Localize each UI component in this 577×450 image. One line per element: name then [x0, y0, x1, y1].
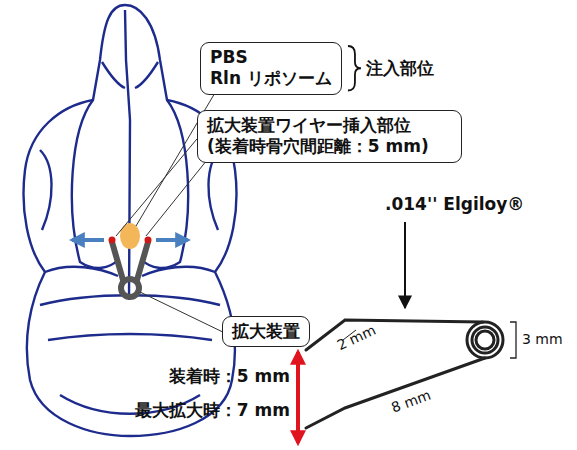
brace — [348, 46, 361, 91]
dimension-label: 装着時：5 mm — [169, 366, 290, 386]
dimension-label: 2 mm — [334, 322, 378, 354]
callout-box: PBSRln リポソーム — [200, 42, 342, 95]
expander-device — [112, 242, 148, 297]
spring-wire — [306, 320, 503, 428]
dimension-label: 3 mm — [522, 331, 563, 348]
leader-line — [140, 292, 222, 332]
expansion-arrows — [72, 238, 188, 242]
callout-text: 拡大装置ワイヤー挿入部位 (装着時骨穴間距離：5 mm) — [207, 115, 452, 158]
callout-text: Rln リポソーム — [210, 68, 332, 89]
brace-label: 注入部位 — [366, 58, 434, 78]
expansion-dimension-arrow — [296, 352, 300, 443]
callout-text: 拡大装置 — [232, 321, 300, 342]
callout-box: 拡大装置 — [222, 316, 310, 347]
callout-box: 拡大装置ワイヤー挿入部位 (装着時骨穴間距離：5 mm) — [197, 110, 462, 163]
bone-hole — [145, 237, 152, 244]
dimension-bracket — [510, 322, 516, 358]
callout-text: PBS — [210, 47, 332, 68]
leader-line — [146, 163, 205, 237]
pointer-arrow — [404, 222, 406, 308]
material-label: .014'' Elgiloy® — [385, 194, 524, 214]
bone-hole — [109, 237, 116, 244]
dimension-label: 最大拡大時：7 mm — [135, 400, 290, 420]
